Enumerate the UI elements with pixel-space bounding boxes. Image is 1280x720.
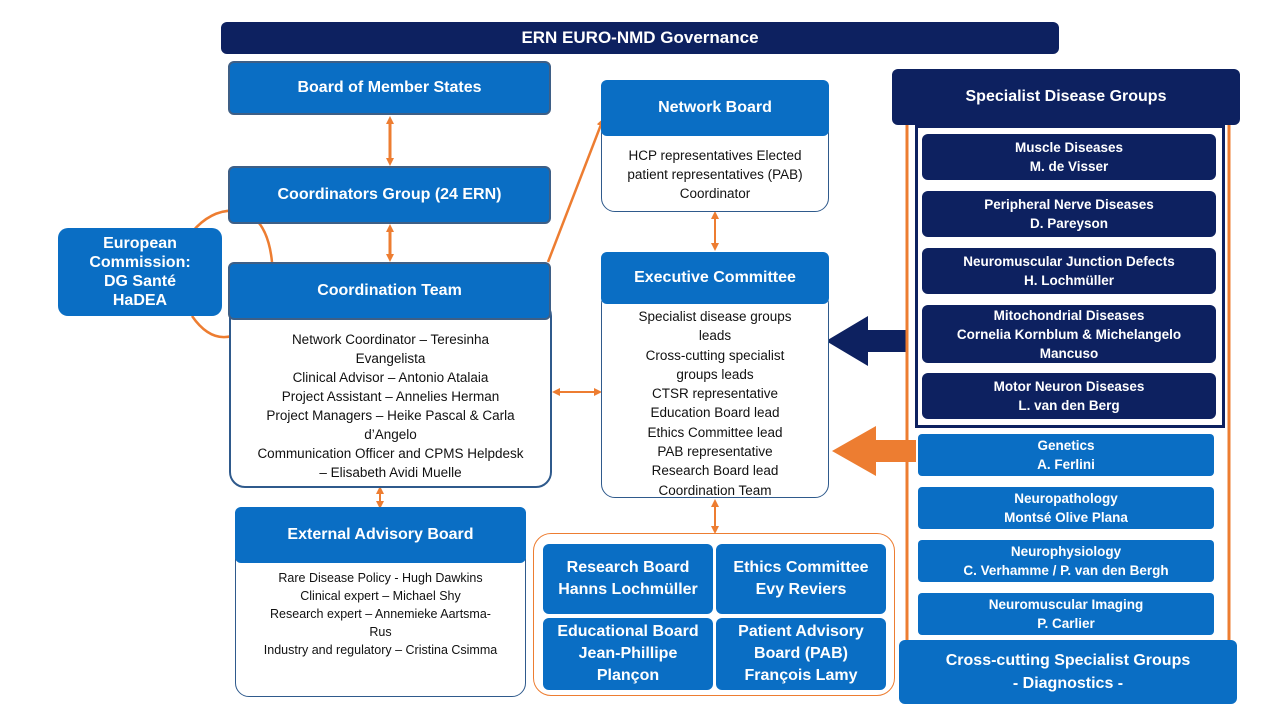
executive-committee-panel: Specialist disease groups leads Cross-cu… xyxy=(601,290,829,498)
big-arrow-specialist xyxy=(826,316,908,366)
research-board: Research Board Hanns Lochmüller xyxy=(543,544,713,614)
crosscutting-line: Montsé Olive Plana xyxy=(1004,510,1128,525)
european-commission: European Commission: DG Santé HaDEA xyxy=(58,228,222,316)
board-line: Plançon xyxy=(596,667,660,684)
group-line: Muscle Diseases xyxy=(1014,140,1124,155)
external-advisory-panel: Rare Disease Policy - Hugh Dawkins Clini… xyxy=(235,545,526,697)
group-line: Peripheral Nerve Diseases xyxy=(984,197,1154,212)
team-line: – Elisabeth Avidi Muelle xyxy=(319,465,462,480)
arrow-team-network-board xyxy=(546,118,605,263)
crosscutting-genetics: Genetics A. Ferlini xyxy=(918,434,1214,476)
board-line: Evy Reviers xyxy=(755,581,847,598)
advisory-line: Rare Disease Policy - Hugh Dawkins xyxy=(278,571,483,585)
board-line: Ethics Committee xyxy=(733,559,869,576)
group-motor-neuron-diseases: Motor Neuron Diseases L. van den Berg xyxy=(922,373,1216,419)
external-advisory-header: External Advisory Board xyxy=(235,507,526,563)
group-mitochondrial-diseases: Mitochondrial Diseases Cornelia Kornblum… xyxy=(922,305,1216,363)
specialist-disease-groups-header: Specialist Disease Groups xyxy=(892,69,1240,125)
crosscutting-neuromuscular-imaging: Neuromuscular Imaging P. Carlier xyxy=(918,593,1214,635)
advisory-line: Clinical expert – Michael Shy xyxy=(300,589,461,603)
executive-line: Cross-cutting specialist xyxy=(645,347,785,363)
crosscutting-line: C. Verhamme / P. van den Bergh xyxy=(963,563,1169,578)
executive-line: Ethics Committee lead xyxy=(647,424,783,440)
board-line: Research Board xyxy=(566,559,690,576)
board-line: Jean-Phillipe xyxy=(578,645,678,662)
group-line: M. de Visser xyxy=(1029,159,1109,174)
ethics-committee: Ethics Committee Evy Reviers xyxy=(716,544,886,614)
executive-line: Research Board lead xyxy=(651,463,779,479)
crosscutting-groups-header: Cross-cutting Specialist Groups - Diagno… xyxy=(899,640,1237,704)
group-peripheral-nerve-diseases: Peripheral Nerve Diseases D. Pareyson xyxy=(922,191,1216,237)
crosscutting-title-line: Cross-cutting Specialist Groups xyxy=(945,652,1191,669)
network-board-line: HCP representatives Elected xyxy=(628,148,802,163)
crosscutting-neurophysiology: Neurophysiology C. Verhamme / P. van den… xyxy=(918,540,1214,582)
executive-line: groups leads xyxy=(676,366,754,382)
group-line: Mancuso xyxy=(1039,345,1099,361)
advisory-line: Rus xyxy=(369,625,392,639)
network-board-line: Coordinator xyxy=(679,186,751,201)
network-board-header: Network Board xyxy=(601,80,829,136)
crosscutting-line: Neurophysiology xyxy=(1010,544,1122,559)
group-line: Cornelia Kornblum & Michelangelo xyxy=(956,326,1182,342)
crosscutting-line: Genetics xyxy=(1037,438,1095,453)
coordination-team-panel: Network Coordinator – Teresinha Evangeli… xyxy=(229,300,552,488)
group-line: Neuromuscular Junction Defects xyxy=(963,254,1175,269)
board-line: Board (PAB) xyxy=(754,645,848,662)
ec-line: DG Santé xyxy=(103,273,176,290)
patient-advisory-board: Patient Advisory Board (PAB) François La… xyxy=(716,618,886,690)
group-line: Motor Neuron Diseases xyxy=(993,379,1145,394)
group-line: D. Pareyson xyxy=(1029,216,1109,231)
network-board-line: patient representatives (PAB) xyxy=(627,167,803,182)
crosscutting-line: A. Ferlini xyxy=(1037,457,1095,472)
group-neuromuscular-junction-defects: Neuromuscular Junction Defects H. Lochmü… xyxy=(922,248,1216,294)
team-line: Project Managers – Heike Pascal & Carla xyxy=(266,408,515,423)
team-line: Project Assistant – Annelies Herman xyxy=(281,389,500,404)
executive-line: CTSR representative xyxy=(651,386,779,402)
big-arrow-crosscutting xyxy=(832,426,916,476)
team-line: Communication Officer and CPMS Helpdesk xyxy=(257,446,524,461)
advisory-line: Industry and regulatory – Cristina Csimm… xyxy=(263,643,498,657)
board-line: Hanns Lochmüller xyxy=(558,581,698,598)
educational-board: Educational Board Jean-Phillipe Plançon xyxy=(543,618,713,690)
team-line: Network Coordinator – Teresinha xyxy=(291,332,490,347)
crosscutting-line: P. Carlier xyxy=(1037,616,1095,631)
board-of-member-states: Board of Member States xyxy=(228,61,551,115)
ec-line: HaDEA xyxy=(112,292,168,309)
board-line: François Lamy xyxy=(744,667,858,684)
ec-line: European xyxy=(103,235,177,252)
executive-line: Education Board lead xyxy=(650,405,780,421)
ec-line: Commission: xyxy=(89,254,191,271)
crosscutting-line: Neuromuscular Imaging xyxy=(988,597,1144,612)
team-line: d’Angelo xyxy=(364,427,417,442)
crosscutting-line: Neuropathology xyxy=(1014,491,1118,506)
board-line: Patient Advisory xyxy=(738,623,864,640)
group-line: Mitochondrial Diseases xyxy=(993,307,1145,323)
group-line: H. Lochmüller xyxy=(1023,273,1114,288)
board-line: Educational Board xyxy=(557,623,699,640)
team-line: Clinical Advisor – Antonio Atalaia xyxy=(292,370,489,385)
executive-line: Specialist disease groups xyxy=(638,309,792,324)
executive-line: PAB representative xyxy=(657,444,773,460)
crosscutting-title-line: - Diagnostics - xyxy=(1012,675,1124,692)
advisory-line: Research expert – Annemieke Aartsma- xyxy=(270,607,491,621)
coordination-team-header: Coordination Team xyxy=(228,262,551,320)
group-muscle-diseases: Muscle Diseases M. de Visser xyxy=(922,134,1216,180)
executive-line: Coordination Team xyxy=(658,482,772,498)
arc-ec-team xyxy=(190,315,233,339)
team-line: Evangelista xyxy=(355,351,426,366)
executive-line: leads xyxy=(698,328,732,344)
page-title: ERN EURO-NMD Governance xyxy=(221,22,1059,54)
executive-committee-header: Executive Committee xyxy=(601,252,829,304)
coordinators-group: Coordinators Group (24 ERN) xyxy=(228,166,551,224)
boards-container xyxy=(533,533,895,696)
crosscutting-neuropathology: Neuropathology Montsé Olive Plana xyxy=(918,487,1214,529)
group-line: L. van den Berg xyxy=(1018,398,1120,413)
